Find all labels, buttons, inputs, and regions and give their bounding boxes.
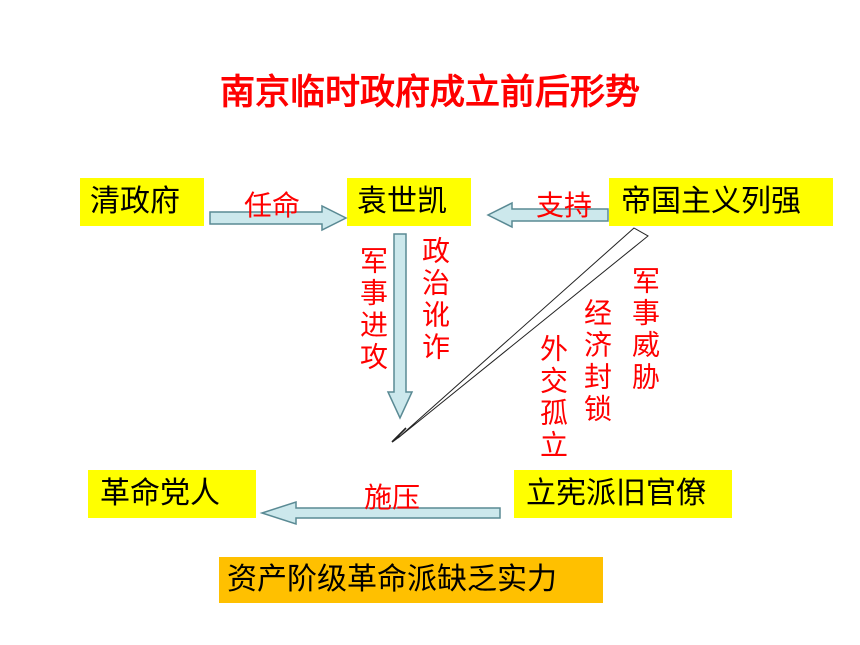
label-appoint: 任命 — [244, 189, 301, 222]
arrow-appoint — [209, 204, 348, 232]
label-military-attack: 军事进攻 — [356, 246, 389, 374]
label-military-threat: 军事威胁 — [628, 266, 661, 394]
conclusion-box: 资产阶级革命派缺乏实力 — [219, 557, 603, 603]
label-support: 支持 — [536, 189, 593, 222]
label-economic-blockade: 经济封锁 — [580, 298, 613, 426]
node-imperialist-powers: 帝国主义列强 — [609, 178, 833, 226]
label-political-deception: 政治讹诈 — [418, 236, 451, 364]
label-diplomatic-isolation: 外交孤立 — [536, 334, 569, 462]
diagram-title: 南京临时政府成立前后形势 — [219, 73, 640, 113]
node-constitutionalists: 立宪派旧官僚 — [514, 470, 732, 518]
arrow-powers-diagonal — [397, 227, 649, 439]
label-pressure: 施压 — [364, 481, 421, 514]
arrowhead-diagonal — [391, 427, 407, 443]
node-revolutionaries: 革命党人 — [88, 470, 256, 518]
node-yuan-shikai: 袁世凯 — [347, 178, 471, 226]
arrow-support — [486, 201, 609, 229]
arrow-pressure — [259, 500, 501, 526]
node-qing-government: 清政府 — [80, 178, 204, 226]
arrow-yuan-down — [386, 233, 414, 420]
